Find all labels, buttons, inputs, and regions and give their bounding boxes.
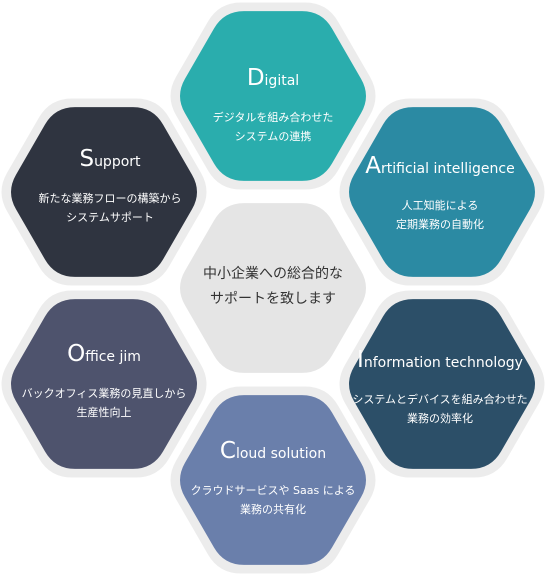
center-hexagon: [180, 203, 366, 373]
hex-it-title: Information technology: [357, 347, 523, 373]
hex-digital-desc: デジタルを組み合わせた システムの連携: [212, 111, 334, 143]
center-line-1: 中小企業への総合的な: [203, 266, 343, 282]
hex-digital-label: Digital デジタルを組み合わせた システムの連携: [183, 65, 363, 146]
hex-office-label: Office jim バックオフィス業務の見直しから 生産性向上: [14, 341, 194, 422]
hex-cloud-desc: クラウドサービスや Saas による 業務の共有化: [190, 484, 356, 516]
hex-ai-title: Artificial intelligence: [365, 153, 515, 179]
hex-digital: [180, 11, 366, 181]
hex-it-desc: システムとデバイスを組み合わせた 業務の効率化: [352, 393, 528, 425]
center-label: 中小企業への総合的な サポートを致します: [193, 262, 353, 312]
hex-office-title: Office jim: [67, 341, 141, 367]
hex-support: [11, 107, 197, 277]
hex-ai: [349, 107, 535, 277]
hex-ai-label: Artificial intelligence 人工知能による 定期業務の自動化: [350, 153, 530, 234]
hex-cloud-label: Cloud solution クラウドサービスや Saas による 業務の共有化: [183, 438, 363, 519]
hex-ai-desc: 人工知能による 定期業務の自動化: [396, 199, 484, 231]
hex-support-desc: 新たな業務フローの構築から システムサポート: [38, 192, 182, 224]
hex-cloud: [180, 395, 366, 565]
hex-office-desc: バックオフィス業務の見直しから 生産性向上: [21, 387, 187, 419]
hex-office: [11, 299, 197, 469]
hex-it-label: Information technology システムとデバイスを組み合わせた …: [350, 347, 530, 428]
hex-cloud-title: Cloud solution: [219, 438, 327, 464]
hex-support-title: Support: [79, 146, 141, 172]
hex-support-label: Support 新たな業務フローの構築から システムサポート: [20, 146, 200, 227]
hex-digital-title: Digital: [246, 65, 300, 91]
center-line-2: サポートを致します: [210, 291, 336, 307]
hex-it: [349, 299, 535, 469]
